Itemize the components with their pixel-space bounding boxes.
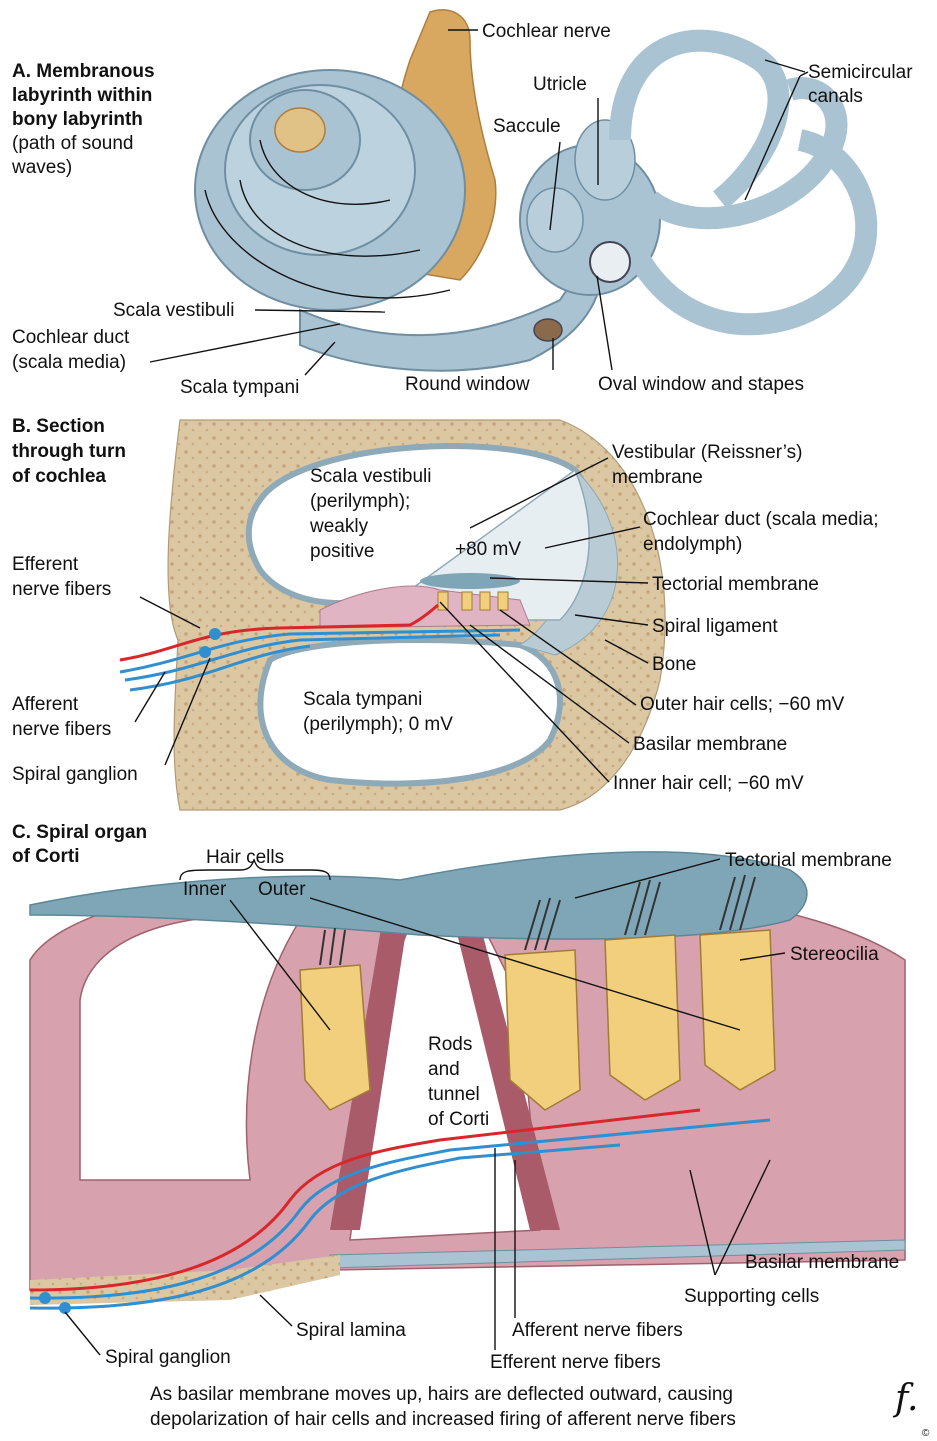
label-round-window: Round window: [405, 374, 530, 395]
panel-b: B. Section through turn of cochlea Scala…: [12, 416, 879, 810]
label-scala-tympani-b-1: Scala tympani: [303, 689, 422, 710]
signature-copyright: ©: [922, 1428, 930, 1439]
label-rods-4: of Corti: [428, 1109, 489, 1130]
label-basilar-c: Basilar membrane: [745, 1252, 899, 1273]
label-cochlear-nerve: Cochlear nerve: [482, 21, 611, 42]
label-scala-vestibuli-b-3: weakly: [309, 516, 369, 537]
label-outer-hair-cells: Outer hair cells; −60 mV: [640, 694, 845, 715]
label-scala-vestibuli-b-1: Scala vestibuli: [310, 466, 431, 487]
label-outer: Outer: [258, 879, 306, 900]
semicircular-canals-shape: [620, 41, 866, 325]
panel-a-title-1: A. Membranous: [12, 61, 155, 82]
label-tectorial-c: Tectorial membrane: [725, 850, 892, 871]
label-vestibular-membrane-2: membrane: [612, 467, 703, 488]
label-spiral-ganglion-c: Spiral ganglion: [105, 1347, 231, 1368]
label-scala-tympani-b-2: (perilymph); 0 mV: [303, 714, 453, 735]
panel-a-title-2: labyrinth within: [12, 85, 152, 106]
label-cochlear-duct-b-1: Cochlear duct (scala media;: [643, 509, 879, 530]
panel-c-title-1: C. Spiral organ: [12, 822, 147, 843]
tectorial-membrane-b: [420, 573, 520, 589]
panel-a: A. Membranous labyrinth within bony laby…: [11, 10, 913, 398]
label-utricle: Utricle: [533, 74, 587, 95]
label-basilar-b: Basilar membrane: [633, 734, 787, 755]
panel-c-title-2: of Corti: [12, 846, 80, 867]
label-stereocilia: Stereocilia: [790, 944, 879, 965]
label-supporting-cells: Supporting cells: [684, 1286, 819, 1307]
label-tectorial-b: Tectorial membrane: [652, 574, 819, 595]
scala-tympani-b: [260, 640, 560, 784]
panel-b-title-1: B. Section: [12, 416, 105, 437]
signature-initial: f.: [892, 1378, 918, 1419]
label-afferent-b-1: Afferent: [12, 694, 79, 715]
label-spiral-ligament: Spiral ligament: [652, 616, 778, 637]
signature: f. ©: [892, 1378, 930, 1439]
panel-c: C. Spiral organ of Corti Hair cells Inne…: [12, 822, 905, 1430]
label-spiral-lamina: Spiral lamina: [296, 1320, 406, 1341]
saccule-shape: [527, 188, 583, 252]
label-rods-3: tunnel: [428, 1084, 480, 1105]
label-semicircular-canals-2: canals: [808, 86, 863, 107]
label-semicircular-canals-1: Semicircular: [808, 62, 913, 83]
label-cochlear-duct-a-1: Cochlear duct: [12, 327, 130, 348]
label-bone: Bone: [652, 654, 696, 675]
label-cochlear-duct-a-2: (scala media): [12, 352, 126, 373]
label-vestibular-membrane-1: Vestibular (Reissner’s): [612, 442, 802, 463]
panel-b-title-3: of cochlea: [12, 466, 106, 487]
label-inner-hair-cell: Inner hair cell; −60 mV: [613, 773, 804, 794]
panel-a-subtitle-2: waves): [11, 157, 72, 178]
panel-a-title-3: bony labyrinth: [12, 109, 143, 130]
panel-b-title-2: through turn: [12, 441, 126, 462]
label-scala-vestibuli-b-4: positive: [310, 541, 374, 562]
label-rods-2: and: [428, 1059, 460, 1080]
label-rods-1: Rods: [428, 1034, 472, 1055]
label-hair-cells: Hair cells: [206, 847, 284, 868]
label-inner: Inner: [183, 879, 227, 900]
label-efferent-b-1: Efferent: [12, 554, 79, 575]
caption-line-1: As basilar membrane moves up, hairs are …: [150, 1384, 733, 1405]
label-scala-vestibuli-b-2: (perilymph);: [310, 491, 410, 512]
label-cochlear-duct-b-2: endolymph): [643, 534, 742, 555]
label-afferent-b-2: nerve fibers: [12, 719, 111, 740]
label-spiral-ganglion-b: Spiral ganglion: [12, 764, 138, 785]
label-saccule: Saccule: [493, 116, 561, 137]
caption-line-2: depolarization of hair cells and increas…: [150, 1409, 736, 1430]
label-oval-window: Oval window and stapes: [598, 374, 804, 395]
oval-window-shape: [590, 242, 630, 282]
label-plus-80: +80 mV: [455, 539, 521, 560]
label-scala-tympani-a: Scala tympani: [180, 377, 299, 398]
label-efferent-c: Efferent nerve fibers: [490, 1352, 661, 1373]
round-window-shape: [534, 319, 562, 341]
label-efferent-b-2: nerve fibers: [12, 579, 111, 600]
panel-a-subtitle-1: (path of sound: [12, 133, 133, 154]
label-afferent-c: Afferent nerve fibers: [512, 1320, 683, 1341]
cochlea-spiral: [195, 70, 465, 310]
label-scala-vestibuli-a: Scala vestibuli: [113, 300, 234, 321]
